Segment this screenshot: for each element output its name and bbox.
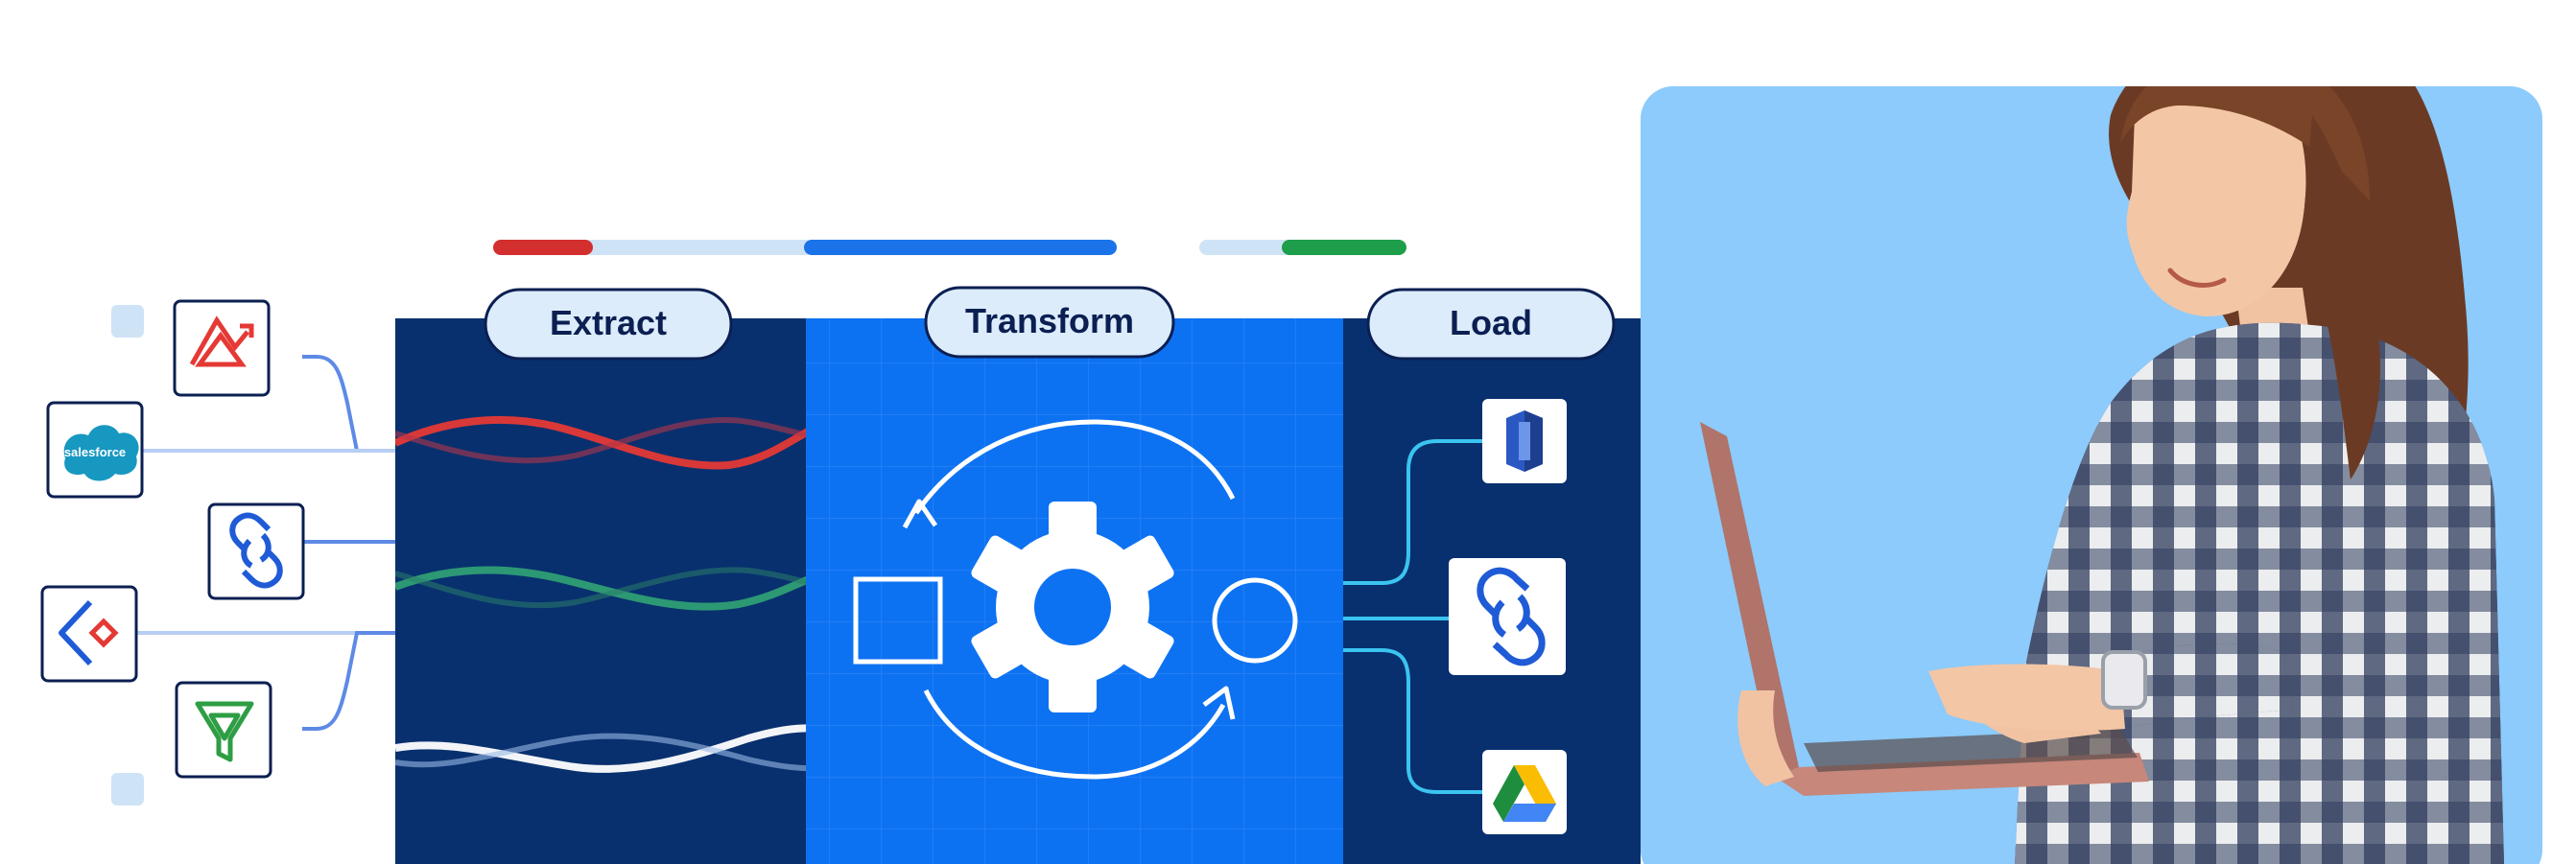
deco-square-top	[111, 305, 144, 338]
deco-square-bottom	[111, 773, 144, 806]
smartwatch-icon	[2101, 650, 2147, 710]
zoho-crm-icon	[229, 512, 283, 589]
gear-icon	[971, 502, 1174, 712]
wave-white-faint	[395, 733, 806, 772]
person-illustration	[1700, 86, 2504, 864]
progress-segment-light	[583, 240, 814, 255]
wave-white	[395, 724, 806, 773]
dest-connector-1	[1343, 439, 1482, 585]
zoho-analytics-icon	[189, 315, 249, 366]
cycle-arrowhead-top	[902, 499, 938, 529]
stage-extract: Extract	[484, 288, 733, 361]
progress-bar-top	[493, 240, 1406, 255]
destination-connectors	[1343, 439, 1482, 794]
progress-segment-green	[1282, 240, 1406, 255]
salesforce-icon	[63, 425, 139, 481]
source-funnel[interactable]	[175, 681, 272, 779]
stage-transform: Transform	[924, 286, 1175, 359]
salesforce-logo-text: salesforce	[64, 445, 126, 459]
connector-5	[302, 631, 395, 731]
cycle-arrow-bottom	[923, 689, 1226, 780]
square-icon	[853, 576, 943, 665]
transform-cycle	[853, 419, 1298, 780]
destination-google-drive[interactable]	[1482, 750, 1567, 834]
source-zoho-creator[interactable]	[40, 585, 138, 683]
source-zoho-analytics[interactable]	[173, 299, 271, 397]
stage-extract-label: Extract	[550, 303, 667, 342]
source-zoho-crm[interactable]	[207, 502, 305, 600]
destination-amazon-redshift[interactable]	[1482, 399, 1567, 483]
destination-zoho-crm[interactable]	[1449, 558, 1566, 675]
progress-segment-light-2	[1199, 240, 1295, 255]
dest-connector-3	[1343, 648, 1482, 794]
wave-green-faint	[395, 567, 806, 609]
circle-icon	[1212, 577, 1298, 664]
wave-green	[395, 566, 806, 611]
wave-red	[395, 415, 806, 470]
funnel-icon	[195, 701, 254, 762]
progress-segment-blue	[804, 240, 1117, 255]
stage-load: Load	[1366, 288, 1616, 361]
cycle-arrow-top	[913, 419, 1236, 515]
google-drive-icon	[1493, 765, 1556, 822]
amazon-redshift-icon	[1506, 410, 1543, 472]
connector-1	[302, 355, 395, 453]
zoho-creator-icon	[59, 599, 119, 666]
source-connectors	[136, 355, 395, 731]
stage-load-label: Load	[1450, 303, 1532, 342]
zoho-crm-icon	[1477, 567, 1546, 666]
cycle-arrowhead-bottom	[1202, 686, 1236, 720]
progress-segment-red	[493, 240, 593, 255]
source-salesforce[interactable]: salesforce	[46, 401, 144, 499]
wave-red-faint	[395, 417, 806, 464]
data-waves	[395, 415, 806, 773]
stage-transform-label: Transform	[965, 301, 1134, 340]
